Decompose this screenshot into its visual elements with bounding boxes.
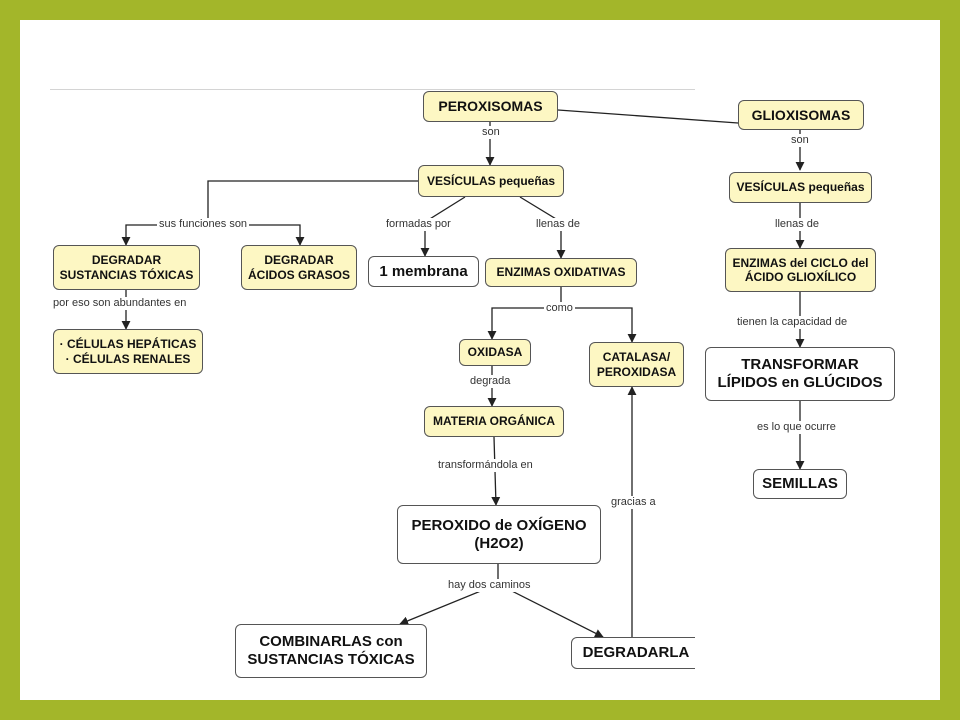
label-gracias: gracias a — [609, 496, 658, 509]
label-llenas-left: llenas de — [534, 218, 583, 231]
node-celulas: · CÉLULAS HEPÁTICAS · CÉLULAS RENALES — [53, 329, 203, 374]
node-degradar-toxicas: DEGRADAR SUSTANCIAS TÓXICAS — [53, 245, 200, 290]
node-transformar: TRANSFORMAR LÍPIDOS en GLÚCIDOS — [705, 347, 895, 401]
node-enzimas-glioxilico: ENZIMAS del CICLO del ÁCIDO GLIOXÍLICO — [725, 248, 876, 292]
node-materia-organica: MATERIA ORGÁNICA — [424, 406, 564, 437]
label-transformandola: transformándola en — [436, 459, 535, 472]
node-catalasa: CATALASA/ PEROXIDASA — [589, 342, 684, 387]
link-peroxido-degradarla — [497, 583, 604, 638]
node-semillas: SEMILLAS — [753, 469, 847, 499]
crop-edge — [695, 635, 940, 675]
divider-line — [50, 89, 695, 90]
node-peroxisomas: PEROXISOMAS — [423, 91, 558, 122]
node-combinarlas: COMBINARLAS con SUSTANCIAS TÓXICAS — [235, 624, 427, 678]
label-hay-dos: hay dos caminos — [446, 579, 533, 592]
node-oxidasa: OXIDASA — [459, 339, 531, 366]
label-es-lo-que: es lo que ocurre — [755, 421, 838, 434]
link-enzimas-catalasa — [561, 307, 637, 343]
label-tienen: tienen la capacidad de — [735, 316, 850, 329]
label-sus-funciones: sus funciones son — [157, 218, 250, 231]
label-por-eso: por eso son abundantes en — [51, 297, 189, 310]
label-son-left: son — [480, 126, 502, 139]
node-degradarla: DEGRADARLA — [571, 637, 701, 669]
label-como: como — [544, 302, 575, 315]
node-vesiculas-right: VESÍCULAS pequeñas — [729, 172, 872, 203]
node-enzimas-oxidativas: ENZIMAS OXIDATIVAS — [485, 258, 637, 287]
label-formadas-por: formadas por — [384, 218, 453, 231]
node-membrana: 1 membrana — [368, 256, 479, 287]
node-peroxido: PEROXIDO de OXÍGENO (H2O2) — [397, 505, 601, 564]
node-vesiculas-left: VESÍCULAS pequeñas — [418, 165, 564, 197]
link-peroxisomas-glioxisomas — [557, 109, 739, 124]
label-llenas-right: llenas de — [773, 218, 822, 231]
link-peroxido-combinarlas — [399, 564, 499, 626]
link-vesiculas-funciones — [207, 180, 418, 225]
link-enzimas-oxidasa — [487, 287, 562, 340]
node-glioxisomas: GLIOXISOMAS — [738, 100, 864, 130]
label-son-right: son — [789, 134, 811, 147]
label-degrada: degrada — [468, 375, 513, 388]
node-degradar-grasos: DEGRADAR ÁCIDOS GRASOS — [241, 245, 357, 290]
